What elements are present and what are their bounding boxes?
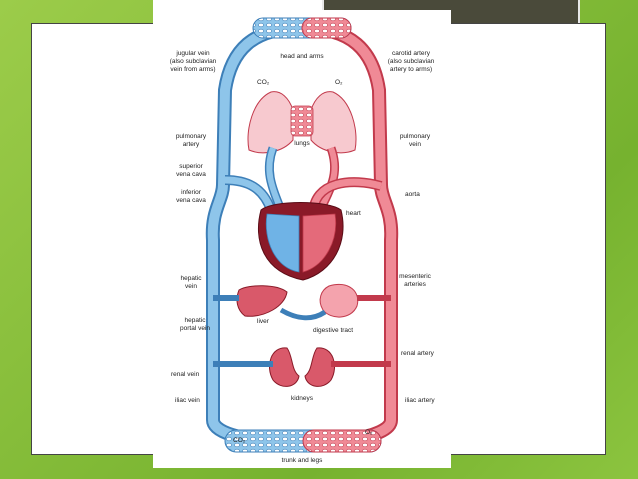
- title-bar-strip: [153, 0, 322, 10]
- label-head-and-arms: head and arms: [280, 53, 324, 60]
- svg-text:artery to arms): artery to arms): [390, 66, 432, 73]
- label-lungs: lungs: [294, 140, 310, 147]
- svg-text:vein from arms): vein from arms): [170, 66, 215, 73]
- hepatic-portal-vein: [279, 307, 327, 321]
- label-co2-bottom: CO₂: [233, 437, 246, 444]
- label-trunk-and-legs: trunk and legs: [282, 457, 324, 464]
- liver: [236, 285, 288, 317]
- label-superior-vena-cava: superior vena cava: [176, 163, 206, 178]
- label-kidneys: kidneys: [291, 395, 314, 402]
- label-renal-vein: renal vein: [171, 371, 200, 378]
- right-lung: [310, 91, 357, 154]
- label-renal-artery: renal artery: [401, 350, 435, 357]
- svg-text:hepatic: hepatic: [181, 275, 203, 282]
- svg-text:vein: vein: [185, 283, 197, 290]
- svg-text:vena cava: vena cava: [176, 197, 206, 204]
- label-pulmonary-vein: pulmonary vein: [400, 133, 431, 148]
- svg-text:arteries: arteries: [404, 281, 426, 288]
- label-o2-top: O₂: [335, 79, 343, 86]
- svg-text:pulmonary: pulmonary: [400, 133, 431, 140]
- svg-text:vein: vein: [409, 141, 421, 148]
- label-pulmonary-artery: pulmonary artery: [176, 133, 207, 148]
- left-lung: [247, 91, 294, 154]
- label-co2-top: CO₂: [257, 79, 270, 86]
- svg-text:jugular vein: jugular vein: [175, 50, 210, 57]
- label-iliac-vein: iliac vein: [175, 397, 200, 404]
- circulatory-system-diagram: jugular vein (also subclavian vein from …: [153, 10, 451, 468]
- right-kidney: [304, 347, 335, 387]
- left-kidney: [269, 347, 300, 387]
- svg-text:artery: artery: [183, 141, 200, 148]
- label-carotid-artery: carotid artery (also subclavian artery t…: [388, 50, 435, 73]
- svg-text:(also subclavian: (also subclavian: [388, 58, 435, 65]
- svg-text:inferior: inferior: [181, 189, 202, 196]
- label-digestive-tract: digestive tract: [313, 327, 353, 334]
- label-aorta: aorta: [405, 191, 420, 198]
- label-mesenteric-arteries: mesenteric arteries: [399, 273, 432, 288]
- label-hepatic-vein: hepatic vein: [181, 275, 203, 290]
- svg-text:hepatic: hepatic: [185, 317, 207, 324]
- label-iliac-artery: iliac artery: [405, 397, 435, 404]
- label-o2-bottom: O₂: [365, 429, 373, 436]
- svg-text:portal vein: portal vein: [180, 325, 210, 332]
- svg-text:mesenteric: mesenteric: [399, 273, 432, 280]
- label-jugular-vein: jugular vein (also subclavian vein from …: [170, 50, 217, 73]
- svg-text:vena cava: vena cava: [176, 171, 206, 178]
- digestive-tract: [319, 284, 359, 318]
- label-liver: liver: [257, 318, 270, 325]
- svg-text:(also subclavian: (also subclavian: [170, 58, 217, 65]
- svg-text:superior: superior: [179, 163, 203, 170]
- label-heart: heart: [346, 210, 361, 217]
- svg-text:pulmonary: pulmonary: [176, 133, 207, 140]
- svg-text:carotid artery: carotid artery: [392, 50, 431, 57]
- label-hepatic-portal-vein: hepatic portal vein: [180, 317, 210, 332]
- label-inferior-vena-cava: inferior vena cava: [176, 189, 206, 204]
- lung-capillary-bed: [290, 105, 314, 137]
